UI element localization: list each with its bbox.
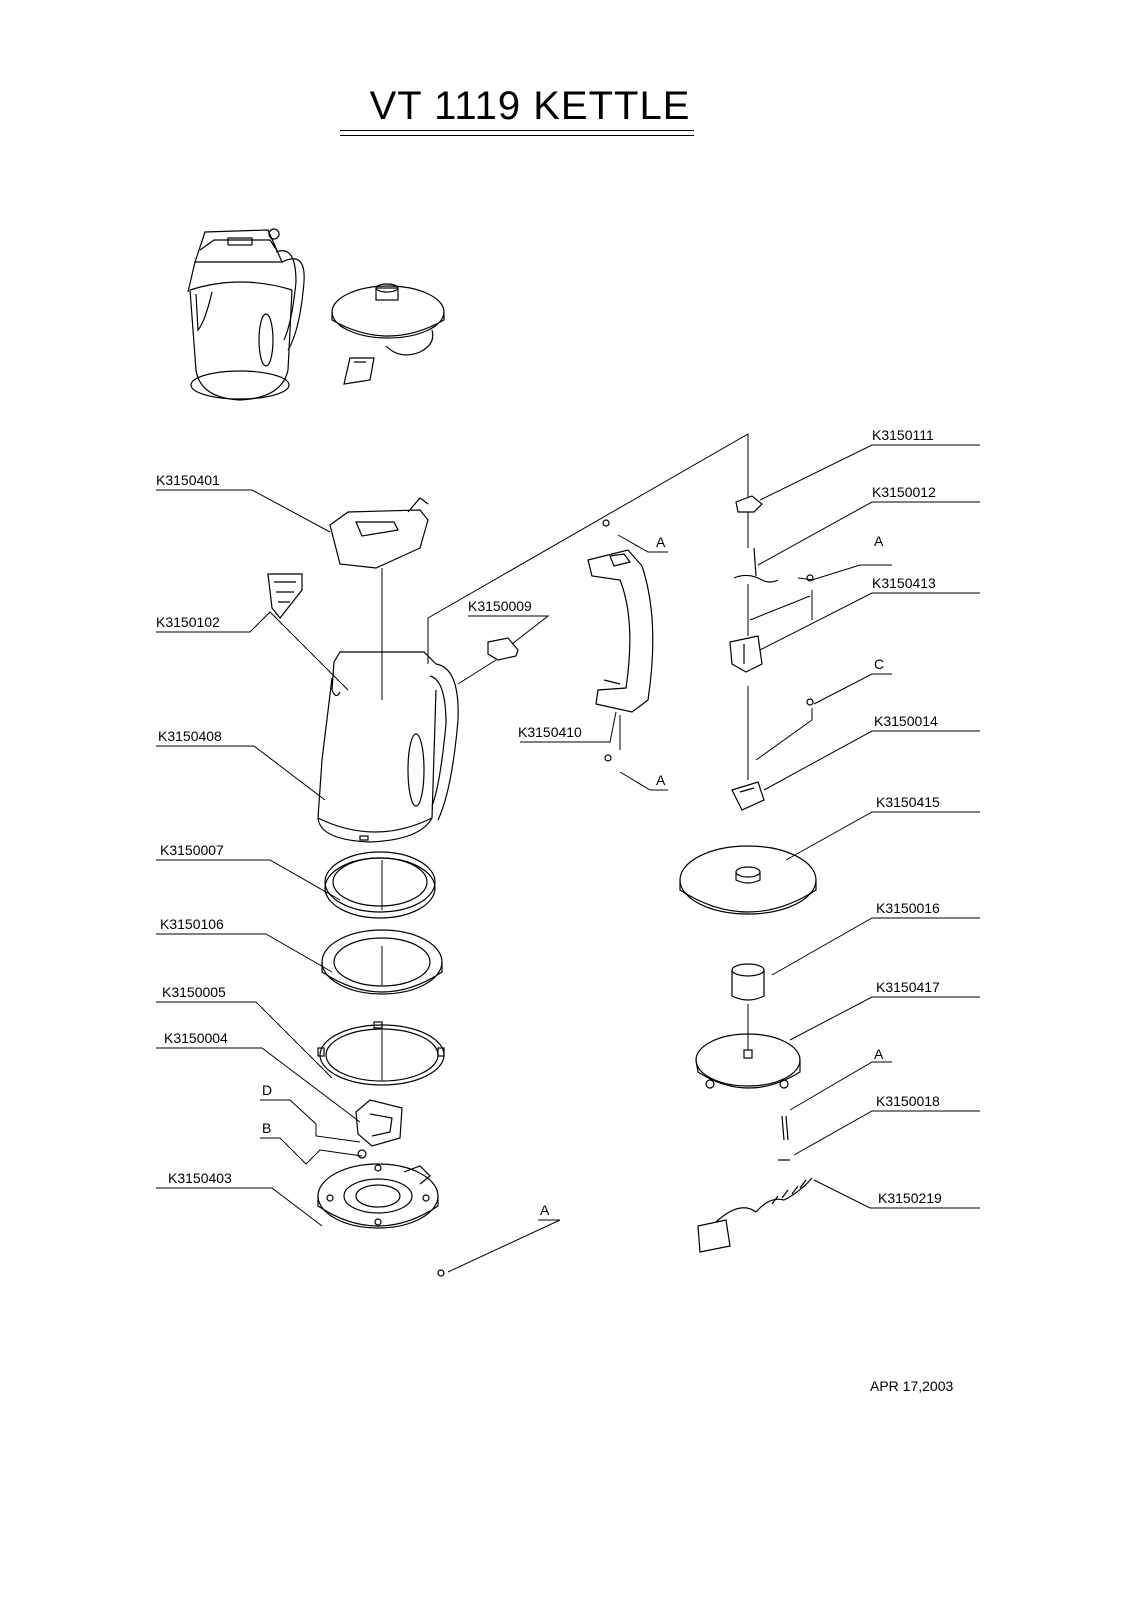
connector-component	[731, 781, 765, 811]
marker-c: C	[874, 656, 885, 672]
lid-component	[329, 497, 429, 569]
marker-a-handle-bottom: A	[656, 772, 666, 788]
title-underline-1	[340, 130, 694, 131]
label-k3150408: K3150408	[158, 728, 222, 744]
assembled-kettle-illustration	[187, 228, 305, 401]
power-cord-component	[697, 1177, 813, 1253]
controller-component	[355, 1099, 403, 1159]
gasket-ring-component	[324, 851, 436, 919]
label-k3150219: K3150219	[878, 1190, 942, 1206]
screws	[437, 519, 814, 1277]
marker-a-bottom-cover: A	[540, 1202, 550, 1218]
label-k3150004: K3150004	[164, 1030, 228, 1046]
label-k3150410: K3150410	[518, 724, 582, 740]
marker-a-spring: A	[874, 533, 884, 549]
label-k3150016: K3150016	[876, 900, 940, 916]
label-k3150009: K3150009	[468, 598, 532, 614]
handle-insert-component	[487, 637, 519, 661]
switch-button-component	[735, 495, 763, 513]
marker-b: B	[262, 1120, 272, 1136]
bottom-cover-component	[317, 1163, 439, 1229]
title-underline-2	[340, 135, 694, 136]
handle-component	[587, 549, 654, 713]
label-k3150106: K3150106	[160, 916, 224, 932]
label-k3150005: K3150005	[162, 984, 226, 1000]
label-k3150413: K3150413	[872, 575, 936, 591]
assembly-guide-lines	[381, 433, 749, 1080]
switch-assembly-component	[729, 635, 763, 673]
diagram-title: VT 1119 KETTLE	[369, 84, 691, 128]
filter-component	[267, 573, 303, 619]
label-k3150415: K3150415	[876, 794, 940, 810]
label-k3150018: K3150018	[876, 1093, 940, 1109]
drawing-date: APR 17,2003	[870, 1378, 954, 1394]
connector-socket-component	[731, 963, 765, 1001]
label-k3150012: K3150012	[872, 484, 936, 500]
marker-a-handle-top: A	[656, 534, 666, 550]
marker-a-base: A	[874, 1046, 884, 1062]
heating-plate-component	[321, 929, 443, 995]
label-k3150111: K3150111	[872, 427, 934, 443]
label-k3150403: K3150403	[168, 1170, 232, 1186]
label-k3150401: K3150401	[156, 472, 220, 488]
leader-lines	[156, 444, 980, 1273]
label-k3150014: K3150014	[874, 713, 938, 729]
label-k3150102: K3150102	[156, 614, 220, 630]
marker-d: D	[262, 1082, 273, 1098]
spring-component	[733, 547, 779, 583]
label-k3150417: K3150417	[876, 979, 940, 995]
label-k3150007: K3150007	[160, 842, 224, 858]
assembled-base-illustration	[331, 283, 445, 385]
retaining-ring-component	[317, 1021, 445, 1086]
power-base-component	[679, 845, 817, 915]
